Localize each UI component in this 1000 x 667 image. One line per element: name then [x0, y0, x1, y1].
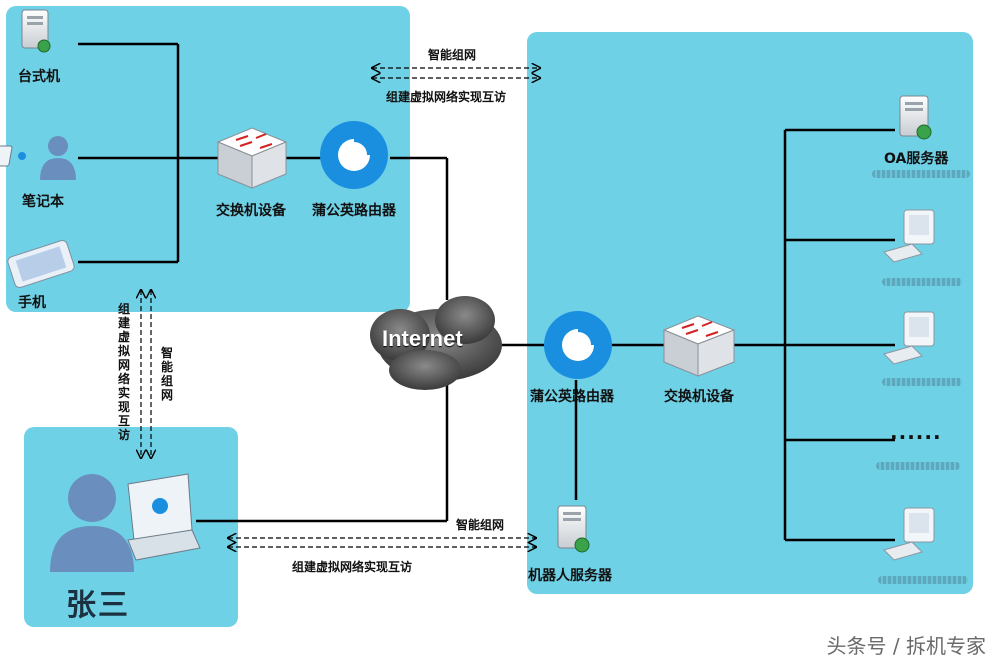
bottom-link-label-below: 组建虚拟网络实现互访	[292, 560, 413, 574]
right-network-panel	[527, 32, 973, 594]
vertical-link-label-left: 组建虚拟网络实现互访	[117, 302, 130, 442]
top-link-label-above: 智能组网	[428, 48, 477, 62]
device-label-laptop: 笔记本	[22, 194, 64, 210]
remote-user-panel	[24, 427, 238, 627]
internet-label: Internet	[382, 326, 463, 351]
oa-server-label: OA服务器	[884, 151, 949, 167]
right-switch-label: 交换机设备	[664, 389, 734, 405]
more-devices-ellipsis: ......	[890, 420, 942, 444]
redacted-address	[878, 576, 968, 584]
remote-user-name: 张三	[66, 588, 130, 623]
robot-server-label: 机器人服务器	[528, 568, 612, 584]
redacted-address	[876, 462, 960, 470]
left-router-label: 蒲公英路由器	[312, 203, 396, 219]
top-link-label-below: 组建虚拟网络实现互访	[386, 90, 507, 104]
redacted-address	[882, 278, 962, 286]
left-switch-label: 交换机设备	[216, 203, 286, 219]
device-label-desktop: 台式机	[18, 69, 60, 85]
wan-wiring	[196, 343, 548, 523]
redacted-address	[872, 170, 970, 178]
vertical-link-label-right: 智能组网	[160, 346, 173, 402]
left-network-panel	[6, 6, 410, 312]
device-label-phone: 手机	[18, 295, 46, 311]
watermark: 头条号 / 拆机专家	[826, 634, 986, 658]
redacted-address	[882, 378, 962, 386]
right-router-label: 蒲公英路由器	[530, 389, 614, 405]
bottom-link-label-above: 智能组网	[456, 518, 505, 532]
